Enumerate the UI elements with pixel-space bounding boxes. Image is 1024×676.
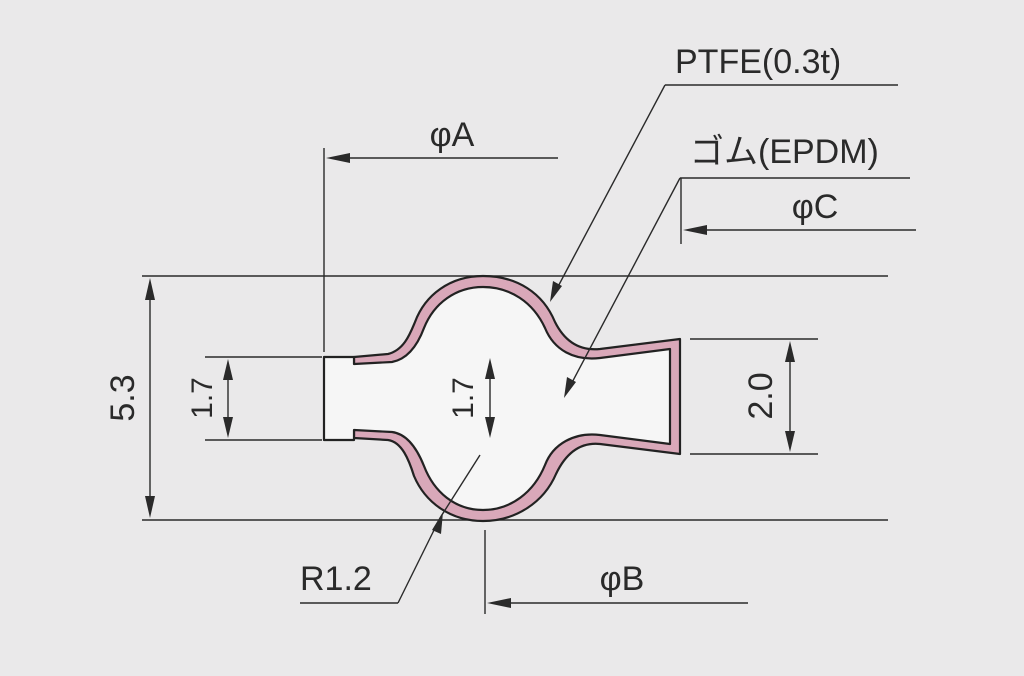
throat-left-label: 1.7 [186,377,219,419]
phi-c-arrowhead [683,225,707,235]
ptfe-leader-line [552,84,666,297]
phi-a-arrowhead [326,153,350,163]
rubber-core [322,285,672,512]
height-total-arrowhead-bottom [145,496,155,518]
radius-label: R1.2 [300,560,372,598]
throat-center-arrowhead-top [485,358,495,379]
ptfe-leader-arrowhead [550,281,562,302]
throat-left-arrowhead-bottom [223,417,233,438]
throat-left-arrowhead-top [223,359,233,380]
phi-a-label: φA [430,116,475,154]
phi-c-label: φC [792,188,839,226]
rubber-label: ゴム(EPDM) [690,133,879,171]
throat-center-arrowhead-bottom [485,417,495,438]
radius-leader-line [397,517,441,604]
throat-center-label: 1.7 [447,377,480,419]
height-total-label: 5.3 [104,374,142,421]
flange-right-arrowhead-bottom [785,431,795,452]
ptfe-label: PTFE(0.3t) [675,43,841,81]
flange-right-label: 2.0 [742,372,780,419]
flange-right-arrowhead-top [785,341,795,362]
rubber-leader-line [566,177,681,393]
radius-center-leader [439,454,481,519]
radius-leader-arrowhead [432,512,443,534]
phi-b-label: φB [600,560,645,598]
rubber-leader-arrowhead [564,377,576,398]
height-total-arrowhead-top [145,278,155,300]
phi-b-arrowhead [487,598,511,608]
seal-profile [322,274,682,523]
